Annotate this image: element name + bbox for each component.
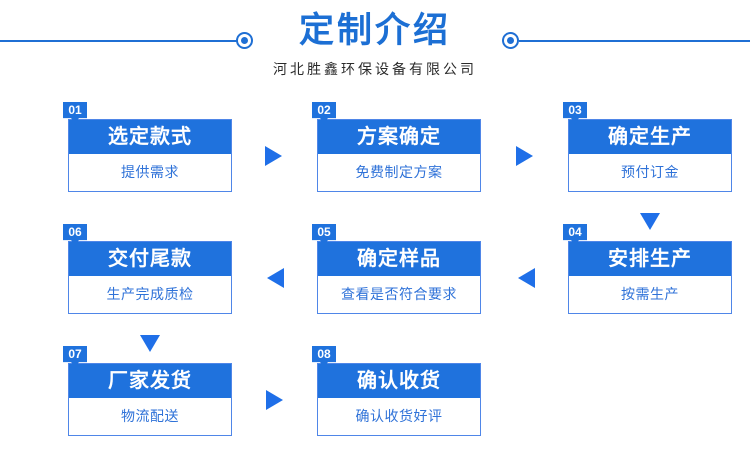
page-title: 定制介绍: [298, 11, 451, 50]
ring-dot-icon: [502, 32, 519, 49]
step-description: 查看是否符合要求: [318, 276, 480, 313]
flow-step-card: 04 安排生产 按需生产: [563, 224, 732, 314]
step-description: 物流配送: [69, 398, 231, 435]
step-description: 生产完成质检: [69, 276, 231, 313]
arrow-down-icon: [140, 335, 160, 352]
flow-step-card: 06 交付尾款 生产完成质检: [63, 224, 232, 314]
ring-dot-icon: [236, 32, 253, 49]
arrow-left-icon: [267, 268, 284, 288]
step-title: 确定生产: [569, 120, 731, 154]
flow-step-card: 01 选定款式 提供需求: [63, 102, 232, 192]
company-subtitle: 河北胜鑫环保设备有限公司: [273, 61, 477, 77]
flow-step-card: 05 确定样品 查看是否符合要求: [312, 224, 481, 314]
step-description: 预付订金: [569, 154, 731, 191]
step-description: 免费制定方案: [318, 154, 480, 191]
step-title: 选定款式: [69, 120, 231, 154]
flow-step-card: 02 方案确定 免费制定方案: [312, 102, 481, 192]
header-rule-left: [0, 40, 238, 42]
step-title: 确认收货: [318, 364, 480, 398]
step-description: 按需生产: [569, 276, 731, 313]
arrow-right-icon: [266, 390, 283, 410]
flow-step-card: 07 厂家发货 物流配送: [63, 346, 232, 436]
arrow-right-icon: [516, 146, 533, 166]
step-description: 提供需求: [69, 154, 231, 191]
page-header: 定制介绍 河北胜鑫环保设备有限公司: [0, 0, 750, 95]
arrow-left-icon: [518, 268, 535, 288]
arrow-right-icon: [265, 146, 282, 166]
step-description: 确认收货好评: [318, 398, 480, 435]
step-title: 安排生产: [569, 242, 731, 276]
flow-step-card: 03 确定生产 预付订金: [563, 102, 732, 192]
header-rule-right: [519, 40, 750, 42]
step-title: 厂家发货: [69, 364, 231, 398]
step-title: 交付尾款: [69, 242, 231, 276]
step-title: 方案确定: [318, 120, 480, 154]
arrow-down-icon: [640, 213, 660, 230]
step-title: 确定样品: [318, 242, 480, 276]
flow-step-card: 08 确认收货 确认收货好评: [312, 346, 481, 436]
